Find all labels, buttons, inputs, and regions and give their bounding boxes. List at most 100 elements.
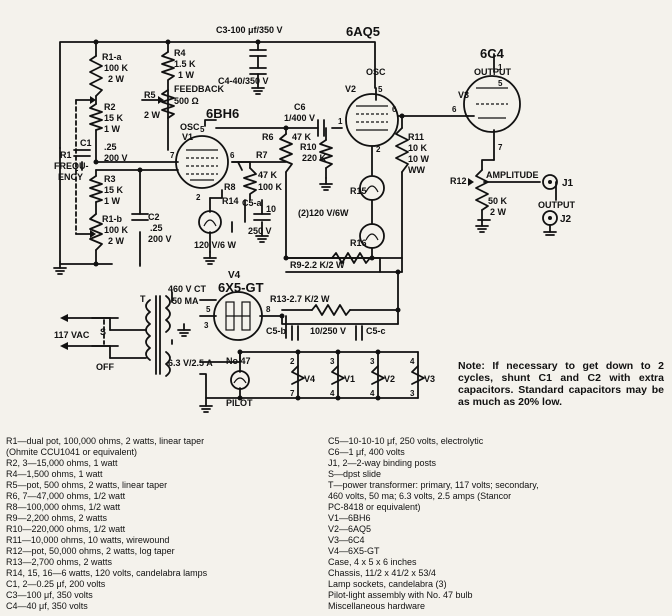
tube-v2-role: OSC (366, 67, 386, 77)
tube-v1-ref: V1 (182, 132, 193, 142)
parts-list-item: R8—100,000 ohms, 1/2 watt (6, 502, 121, 512)
parts-list-item: 460 volts, 50 ma; 6.3 volts, 2.5 amps (S… (328, 491, 512, 501)
r4-power: 1 W (178, 70, 195, 80)
lamp-r15 (359, 175, 385, 201)
parts-list-item: T—power transformer: primary, 117 volts;… (328, 480, 539, 490)
heater-pin-v3-top: 4 (410, 357, 415, 366)
power-transformer (109, 295, 171, 377)
parts-list-item: C6—1 μf, 400 volts (328, 447, 405, 457)
parts-list-item: V4—6X5-GT (328, 546, 380, 556)
heater-pin-v3-bot: 3 (410, 389, 415, 398)
v3-pin-5: 5 (498, 79, 503, 88)
v1-pin-7: 7 (170, 151, 175, 160)
parts-list-item: Pilot-light assembly with No. 47 bulb (328, 590, 473, 600)
r3-power: 1 W (104, 196, 121, 206)
parts-list-item: R2, 3—15,000 ohms, 1 watt (6, 458, 118, 468)
v3-pin-7: 7 (498, 143, 503, 152)
parts-list-item: C4—40 μf, 350 volts (6, 601, 88, 611)
r12-label: AMPLITUDE (486, 170, 539, 180)
heater-pin-v2-bot: 4 (370, 389, 375, 398)
v3-pin-1: 1 (498, 63, 503, 72)
r7-value: 47 K (258, 170, 278, 180)
c6-ref: C6 (294, 102, 306, 112)
parts-list-item: Chassis, 11/2 x 41/2 x 53/4 (328, 568, 436, 578)
r6-ref: R6 (262, 132, 274, 142)
c5a-voltage: 250 V (248, 226, 272, 236)
parts-list-item: C1, 2—0.25 μf, 200 volts (6, 579, 106, 589)
junction-dots (93, 39, 405, 401)
lamp-mid-rating: (2)120 V/6W (298, 208, 349, 218)
r12-power: 2 W (490, 207, 507, 217)
tube-v3 (463, 75, 521, 133)
r8-value: 100 K (258, 182, 283, 192)
resistor-r1a (89, 55, 103, 97)
c5c-label: C5-c (366, 326, 386, 336)
parts-list-item: Case, 4 x 5 x 6 inches (328, 557, 417, 567)
r12-value: 50 K (488, 196, 508, 206)
v4-pin-3: 3 (204, 321, 209, 330)
c2-voltage: 200 V (148, 234, 172, 244)
resistor-r6 (279, 133, 293, 173)
tube-v2-type: 6AQ5 (346, 24, 380, 39)
parts-list-item: R12—pot, 50,000 ohms, 2 watts, log taper (6, 546, 175, 556)
r16-ref: R16 (350, 238, 367, 248)
v2-pin-2: 2 (376, 145, 381, 154)
heater-pin-v1-bot: 4 (330, 389, 335, 398)
tube-v4 (213, 291, 263, 341)
parts-list-item: Miscellaneous hardware (328, 601, 426, 611)
parts-list-item: J1, 2—2-way binding posts (328, 458, 437, 468)
r5-value: 500 Ω (174, 96, 199, 106)
tube-v3-role: OUTPUT (474, 67, 512, 77)
parts-list-item: Lamp sockets, candelabra (3) (328, 579, 447, 589)
transformer-hv: 460 V CT (168, 284, 207, 294)
parts-list-item: S—dpst slide (328, 469, 382, 479)
v2-pin-1: 1 (338, 117, 343, 126)
r5-ref: R5 (144, 90, 156, 100)
parts-list-item: R11—10,000 ohms, 10 watts, wirewound (6, 535, 170, 545)
oscillator-schematic: 6AQ5 6C4 OUTPUT 6BH6 OSC OSC V1 V2 V3 V4… (53, 24, 576, 413)
r2-value: 15 K (104, 113, 124, 123)
v2-pin-5: 5 (378, 85, 383, 94)
design-note: Note: If necessary to get down to 2 cycl… (458, 360, 664, 408)
power-switch[interactable] (91, 317, 119, 347)
ac-input-arrows (60, 314, 68, 350)
c5a-ref: C5-a (242, 198, 263, 208)
r1b-ref: R1-b (102, 214, 123, 224)
tube-v1-type: 6BH6 (206, 106, 239, 121)
j2-label: J2 (560, 214, 572, 225)
parts-list-item: C3—100 μf, 350 volts (6, 590, 93, 600)
transformer-current: 50 MA (172, 296, 199, 306)
lamp-v1-rating: 120 V/6 W (194, 240, 237, 250)
switch-ref: S (100, 327, 106, 337)
grounds (53, 83, 489, 413)
tube-v2 (345, 93, 399, 147)
jack-j1[interactable] (542, 174, 558, 190)
heater-pin-v4-bot: 7 (290, 389, 295, 398)
r2-power: 1 W (104, 124, 121, 134)
c5b-label: C5-b (266, 326, 287, 336)
resistor-r13 (311, 304, 351, 316)
r11-type: WW (408, 165, 425, 175)
r14-ref: R14 (222, 196, 239, 206)
resistor-r8 (237, 161, 243, 171)
c5-mid-label: 10/250 V (310, 326, 346, 336)
parts-list-item: C5—10-10-10 μf, 250 volts, electrolytic (328, 436, 484, 446)
switch-off-label: OFF (96, 362, 114, 372)
r1b-value: 100 K (104, 225, 129, 235)
resistor-r1b (89, 213, 103, 251)
r1a-value: 100 K (104, 63, 129, 73)
r1b-power: 2 W (108, 236, 125, 246)
r15-ref: R15 (350, 186, 367, 196)
output-jacks (542, 174, 558, 236)
c1-ref: C1 (80, 138, 92, 148)
r1-label-a: FREQU- (54, 161, 89, 171)
heater-pin-v1-top: 3 (330, 357, 335, 366)
r4-value: 1.5 K (174, 59, 196, 69)
parts-list-item: R10—220,000 ohms, 1/2 watt (6, 524, 126, 534)
r11-power: 10 W (408, 154, 430, 164)
pilot-type: No 47 (226, 356, 251, 366)
r12-ref: R12 (450, 176, 467, 186)
parts-list: R1—dual pot, 100,000 ohms, 2 watts, line… (6, 436, 666, 614)
parts-list-item: V2—6AQ5 (328, 524, 372, 534)
